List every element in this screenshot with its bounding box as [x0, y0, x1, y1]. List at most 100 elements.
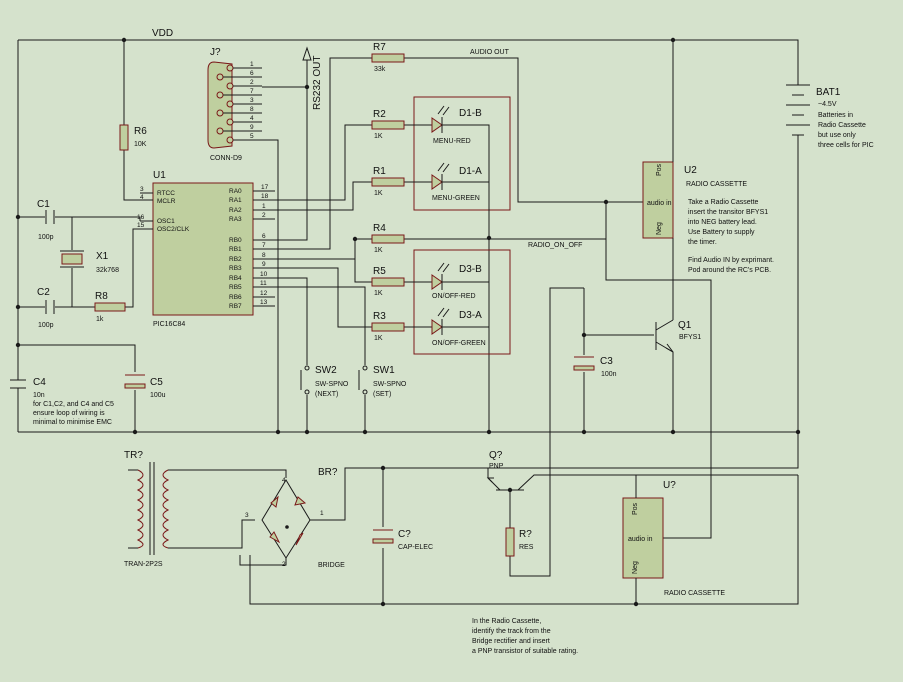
r2-ref: R2: [373, 109, 386, 120]
bat1-note-5: three cells for PIC: [818, 142, 874, 149]
u2-note-3: into NEG battery lead.: [688, 219, 757, 226]
u1-rb3: RB3: [229, 265, 242, 272]
u1-pin-4-num: 4: [140, 194, 144, 201]
sw2-ref: SW2: [315, 365, 337, 376]
audio-out-label: AUDIO OUT: [470, 49, 510, 56]
u1-ra1: RA1: [229, 197, 242, 204]
u1-ra3-num: 2: [262, 212, 266, 219]
r6-ref: R6: [134, 126, 147, 137]
sw2-note: (NEXT): [315, 391, 338, 398]
sw1-switch[interactable]: [358, 365, 368, 395]
d3b-led: [431, 262, 450, 290]
u1-right-pins: [253, 190, 275, 307]
qpnp-part: PNP: [489, 463, 504, 470]
r1-ref: R1: [373, 166, 386, 177]
cq-ref: C?: [398, 529, 411, 540]
c4-capacitor: [10, 379, 26, 392]
u1-pic16c84: [152, 182, 254, 316]
bat1-ref: BAT1: [816, 87, 841, 98]
pnp-note-1: In the Radio Cassette,: [472, 618, 541, 625]
u1-rb6: RB6: [229, 294, 242, 301]
tr-transformer: [128, 462, 228, 555]
u3-ref: U?: [663, 480, 676, 491]
d9-pin-3: 3: [250, 97, 254, 104]
bat1-note-2: Batteries in: [818, 112, 853, 119]
c2-capacitor: [45, 300, 55, 314]
sw2-type: SW-SPNO: [315, 381, 349, 388]
u2-neg: Neg: [656, 222, 663, 235]
u3-title: RADIO CASSETTE: [664, 590, 725, 597]
r8-ref: R8: [95, 291, 108, 302]
u2-audio: audio in: [647, 200, 672, 207]
x1-crystal: [61, 253, 83, 265]
vdd-label: VDD: [152, 28, 173, 39]
u3-neg: Neg: [632, 561, 639, 574]
u1-rb2-num: 8: [262, 252, 266, 259]
u1-rb7: RB7: [229, 303, 242, 310]
c1-value: 100p: [38, 234, 54, 241]
d9-pin-2: 2: [250, 79, 254, 86]
u1-rb4: RB4: [229, 275, 242, 282]
j-type: CONN-D9: [210, 155, 242, 162]
rq-resistor: [505, 527, 515, 557]
d9-pin-1: 1: [250, 61, 254, 68]
pnp-note-3: Bridge rectifier and insert: [472, 638, 550, 645]
br-pin-4: 4: [282, 477, 286, 484]
bat1-note-4: but use only: [818, 132, 856, 139]
u1-pin-3-num: 3: [140, 186, 144, 193]
u1-ra2-num: 1: [262, 203, 266, 210]
u2-note-2: insert the transitor BFYS1: [688, 209, 768, 216]
r1-value: 1K: [374, 190, 383, 197]
u1-rb3-num: 9: [262, 261, 266, 268]
d9-pin-6: 6: [250, 70, 254, 77]
d1a-ref: D1-A: [459, 166, 482, 177]
sw1-type: SW-SPNO: [373, 381, 407, 388]
q1-transistor: [655, 319, 674, 432]
u2-note-8: Pod around the RC's PCB.: [688, 267, 771, 274]
br-pin-3: 3: [245, 512, 249, 519]
u1-ref: U1: [153, 170, 166, 181]
d1b-ref: D1-B: [459, 108, 482, 119]
rs232-arrow: [302, 46, 312, 61]
u2-note-4: Use Battery to supply: [688, 229, 755, 236]
u1-ra0: RA0: [229, 188, 242, 195]
d9-connector: [207, 61, 262, 149]
bridge-rectifier: [239, 432, 799, 566]
r3-resistor: [371, 322, 405, 332]
cq-capacitor: [372, 529, 394, 544]
br-part: BRIDGE: [318, 562, 345, 569]
emc-note-1: for C1,C2, and C4 and C5: [33, 401, 114, 408]
u1-rb4-num: 10: [260, 271, 268, 278]
u2-note-7: Find Audio IN by exprimant.: [688, 257, 774, 264]
u2-note-5: the timer.: [688, 239, 717, 246]
u3-pos: Pos: [632, 502, 639, 515]
r5-resistor: [371, 277, 405, 287]
rq-value: RES: [519, 544, 534, 551]
r2-resistor: [371, 120, 405, 130]
u1-pin-16-num: 16: [137, 214, 145, 221]
c5-value: 100u: [150, 392, 166, 399]
u1-rb2: RB2: [229, 256, 242, 263]
sw2-switch[interactable]: [300, 365, 310, 395]
u1-pin-osc2: OSC2/CLK: [157, 226, 190, 233]
r4-ref: R4: [373, 223, 386, 234]
radio-on-off-label: RADIO_ON_OFF: [528, 242, 582, 249]
q1-ref: Q1: [678, 320, 692, 331]
u1-pin-15-num: 15: [137, 222, 145, 229]
d9-pin-4: 4: [250, 115, 254, 122]
d1b-led: [431, 105, 450, 133]
d9-pin-9: 9: [250, 124, 254, 131]
r1-resistor: [371, 177, 405, 187]
r3-ref: R3: [373, 311, 386, 322]
r3-value: 1K: [374, 335, 383, 342]
c3-capacitor: [573, 356, 595, 371]
u1-pin-mclr: MCLR: [157, 198, 176, 205]
q1-part: BFYS1: [679, 334, 701, 341]
u1-ra0-num: 17: [261, 184, 269, 191]
r2-value: 1K: [374, 133, 383, 140]
d9-pin-8: 8: [250, 106, 254, 113]
br-ref: BR?: [318, 467, 338, 478]
u3-radio-cassette: [622, 497, 664, 579]
u2-note-1: Take a Radio Cassette: [688, 199, 759, 206]
